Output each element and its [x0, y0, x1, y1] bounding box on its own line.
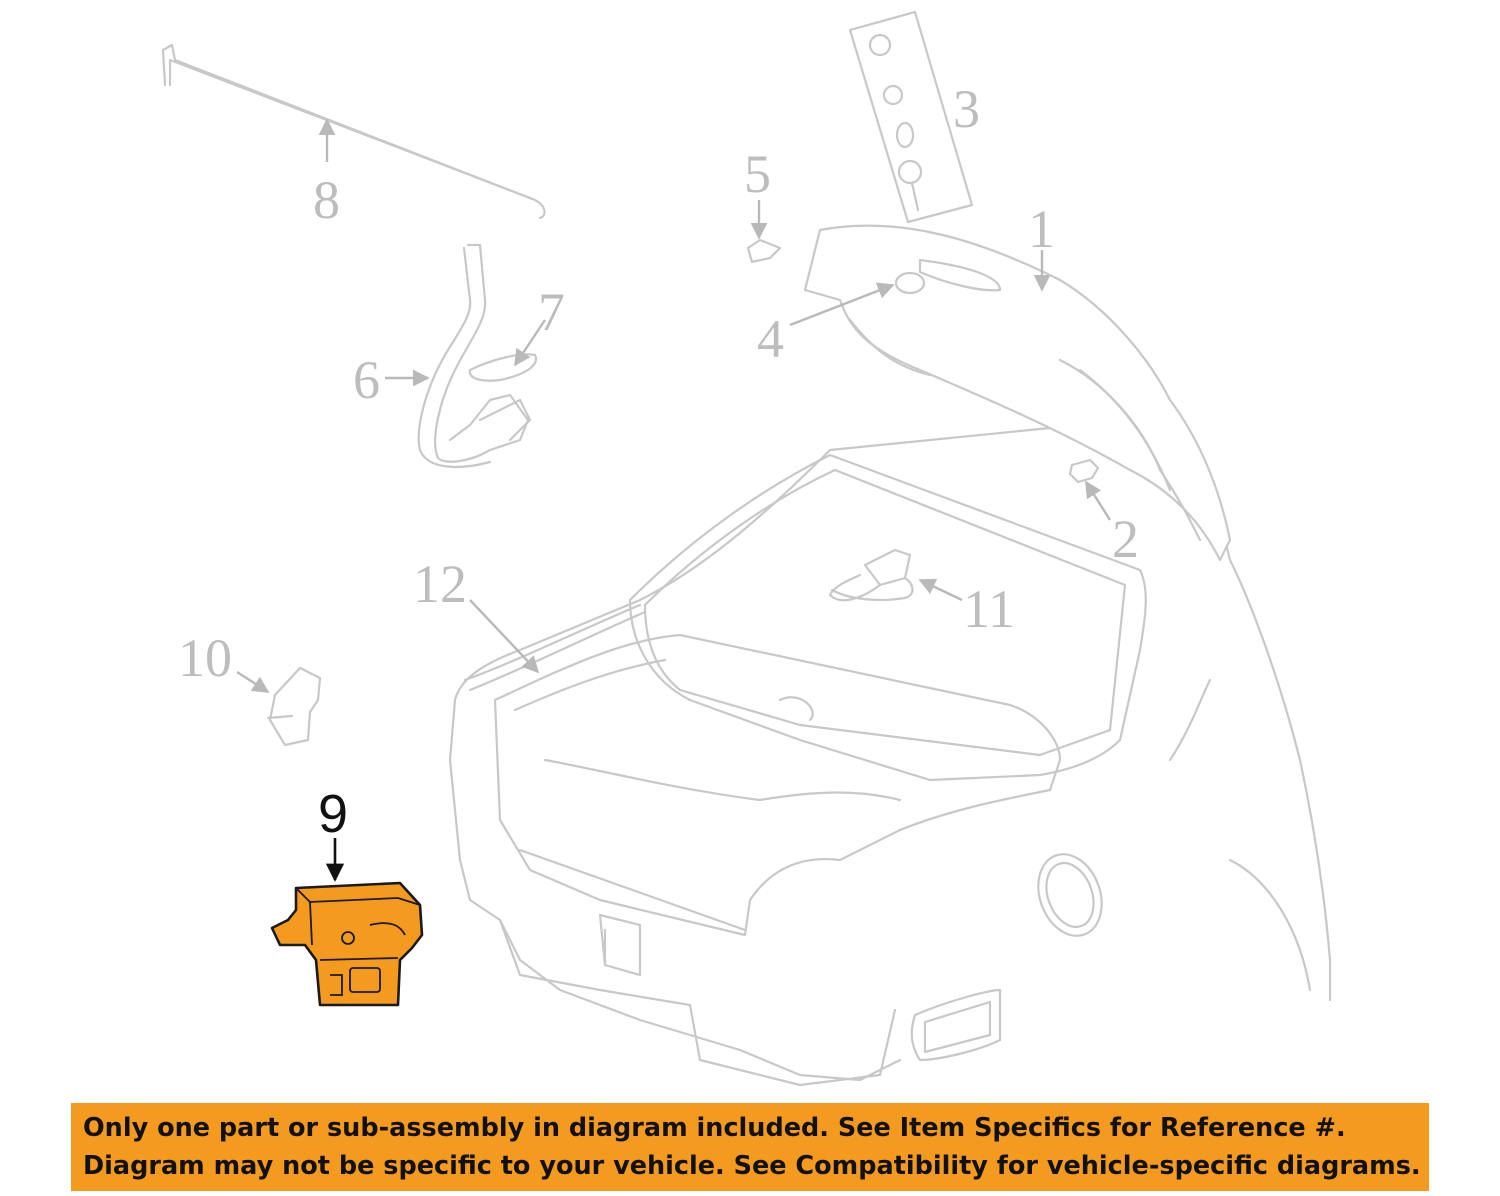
part-7-pad	[468, 353, 538, 382]
callout-label-10: 10	[178, 628, 232, 688]
callout-label-8: 8	[313, 170, 340, 230]
callout-label-7: 7	[538, 282, 565, 342]
callout-label-1: 1	[1028, 199, 1055, 259]
callout-4: 4	[757, 282, 895, 369]
disclaimer-line-2: Diagram may not be specific to your vehi…	[83, 1151, 1421, 1181]
part-8-rod	[161, 43, 546, 220]
callout-5: 5	[744, 144, 771, 240]
part-2-bumper	[1068, 458, 1100, 484]
disclaimer-banner: Only one part or sub-assembly in diagram…	[71, 1103, 1429, 1191]
callout-3: 3	[953, 79, 980, 139]
part-9-latch	[270, 881, 424, 1007]
callout-label-9: 9	[318, 784, 348, 844]
callout-11: 11	[918, 578, 1015, 639]
disclaimer-line-1: Only one part or sub-assembly in diagram…	[83, 1113, 1346, 1143]
deck-lid	[803, 224, 1232, 562]
callout-label-11: 11	[963, 579, 1015, 639]
part-6-hinge	[417, 243, 532, 469]
callout-12: 12	[413, 554, 540, 674]
callout-10: 10	[178, 628, 270, 694]
car-rear-body	[448, 418, 1332, 1087]
callout-8: 8	[313, 118, 340, 230]
callout-label-6: 6	[353, 350, 380, 410]
part-3-fasteners	[848, 10, 974, 224]
callout-label-3: 3	[953, 79, 980, 139]
callout-2: 2	[1084, 480, 1139, 569]
callout-1: 1	[1028, 199, 1055, 292]
callout-7: 7	[514, 282, 565, 367]
callout-9: 9	[318, 784, 348, 882]
part-5-clip	[746, 238, 782, 264]
part-11-harness	[828, 548, 914, 602]
callout-6: 6	[353, 350, 430, 410]
callout-label-2: 2	[1112, 509, 1139, 569]
part-10-bracket	[266, 666, 322, 747]
callout-label-12: 12	[413, 554, 467, 614]
part-12-weatherstrip	[463, 603, 647, 692]
callout-label-4: 4	[757, 309, 784, 369]
callout-label-5: 5	[744, 144, 771, 204]
